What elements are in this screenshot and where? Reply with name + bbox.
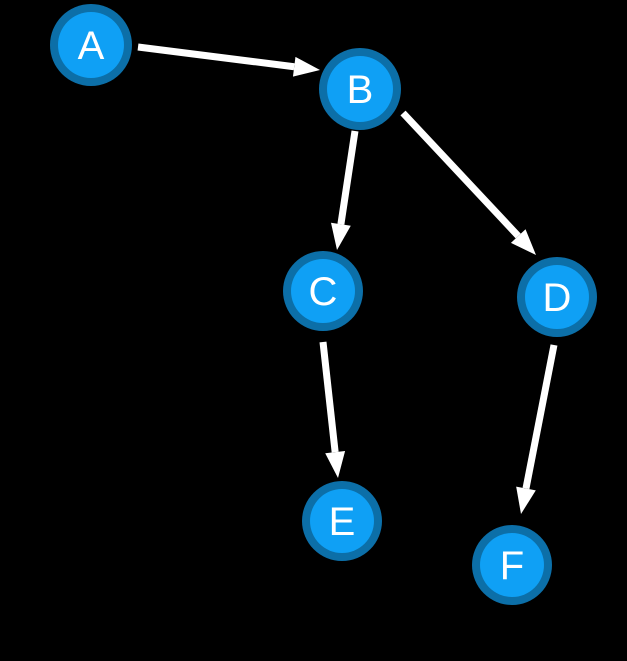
graph-node-b[interactable]: B [319,48,401,130]
edge-c-to-e[interactable] [319,341,346,478]
edge-d-to-f-line [522,344,558,490]
edge-b-to-d-line [400,110,521,239]
node-d-fill [525,265,589,329]
edge-c-to-e-arrowhead [325,451,346,478]
node-layer: A B C D E [50,4,597,605]
edge-a-to-b[interactable] [137,43,320,77]
graph-node-c[interactable]: C [283,251,363,331]
node-d-label: D [543,276,572,320]
edge-d-to-f[interactable] [516,344,558,514]
edge-a-to-b-arrowhead [292,56,320,77]
node-e-fill [310,489,374,553]
edge-layer [137,43,558,514]
edge-b-to-c-line [337,130,359,225]
graph-node-a[interactable]: A [50,4,132,86]
node-e-label: E [329,500,356,544]
node-a-label: A [78,24,105,68]
node-c-fill [291,259,355,323]
graph-node-e[interactable]: E [302,481,382,561]
node-b-fill [327,56,393,122]
node-f-label: F [500,544,524,588]
graph-node-f[interactable]: F [472,525,552,605]
edge-b-to-c-arrowhead [331,222,351,250]
edge-b-to-d-arrowhead [510,229,536,255]
graph-node-d[interactable]: D [517,257,597,337]
node-b-label: B [347,68,374,112]
node-a-fill [58,12,124,78]
edge-d-to-f-arrowhead [516,486,536,514]
edge-a-to-b-line [137,43,295,71]
edge-b-to-c[interactable] [331,130,359,250]
edge-b-to-d[interactable] [400,110,536,255]
node-f-fill [480,533,544,597]
node-c-label: C [309,270,338,314]
edge-c-to-e-line [319,341,339,453]
